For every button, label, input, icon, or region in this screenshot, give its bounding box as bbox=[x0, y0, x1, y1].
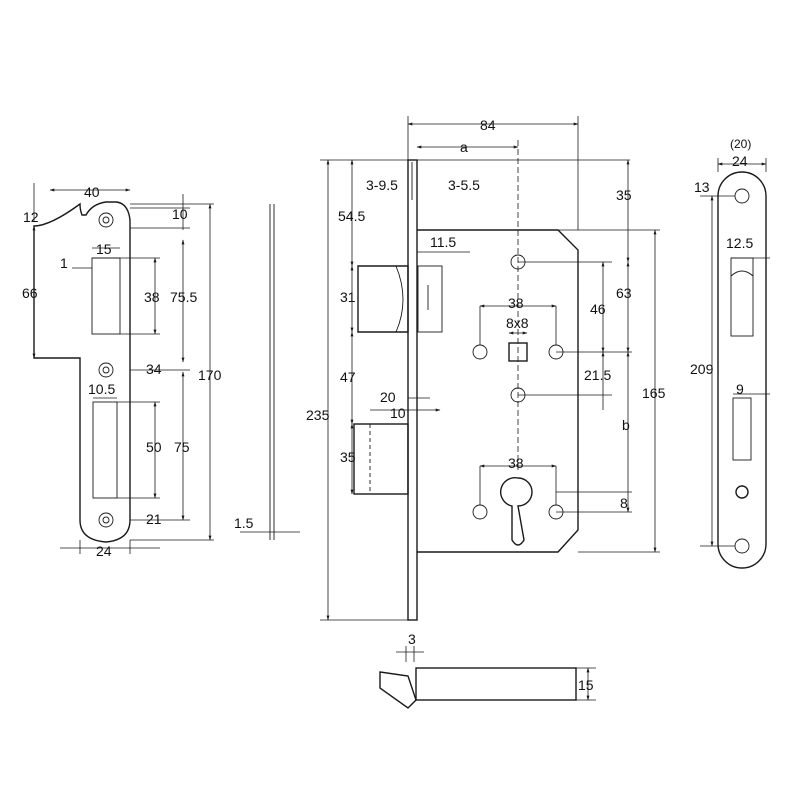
label-faceplate-length: 209 bbox=[690, 361, 714, 377]
label-faceplate-min: 3-9.5 bbox=[366, 177, 398, 193]
label-follower-spacing: 46 bbox=[590, 301, 606, 317]
label-faceplate-width: 24 bbox=[732, 153, 748, 169]
lock-body-dimensions bbox=[320, 116, 660, 621]
label-faceplate-alt: 3-5.5 bbox=[448, 177, 480, 193]
label-latch-proj: 11.5 bbox=[430, 234, 456, 250]
faceplate-labels: (20) 24 13 12.5 209 9 bbox=[690, 137, 753, 397]
label-bolt-proj: 10 bbox=[390, 405, 406, 421]
label-slot-upper: 38 bbox=[144, 289, 160, 305]
label-top-to-follower: 35 bbox=[616, 187, 632, 203]
label-bolt-height: 15 bbox=[578, 677, 594, 693]
label-thickness: 1.5 bbox=[234, 515, 254, 531]
label-faceplate-bolt: 9 bbox=[736, 381, 744, 397]
label-upper-to-mid: 75.5 bbox=[170, 289, 197, 305]
label-top-to-latch: 54.5 bbox=[338, 208, 365, 224]
label-cylinder-offset: 8 bbox=[620, 495, 628, 511]
strike-plate-dimensions bbox=[32, 183, 214, 554]
lock-body bbox=[353, 140, 579, 621]
label-faceplate-hole: 13 bbox=[694, 179, 710, 195]
label-lower-span: 75 bbox=[174, 439, 190, 455]
label-backset-a: a bbox=[460, 139, 468, 155]
strike-plate bbox=[33, 201, 131, 543]
faceplate-dimensions bbox=[700, 158, 770, 547]
label-hole-offset: 10 bbox=[172, 206, 188, 222]
bolt-detail: 3 15 bbox=[379, 631, 596, 709]
label-bolt-thickness: 3 bbox=[408, 631, 416, 647]
label-hub-offset: 21.5 bbox=[584, 367, 611, 383]
label-bolt-depth: 20 bbox=[380, 389, 396, 405]
lock-body-labels: 84 a 3-9.5 3-5.5 35 54.5 11.5 63 46 38 8… bbox=[306, 117, 666, 511]
label-hub-spacing: 38 bbox=[508, 295, 524, 311]
label-latch-slot: 50 bbox=[146, 439, 162, 455]
label-faceplate-latch: 12.5 bbox=[726, 235, 753, 251]
label-follower-to-hub: 63 bbox=[616, 285, 632, 301]
label-upper-height: 66 bbox=[22, 285, 38, 301]
label-square: 8x8 bbox=[506, 315, 529, 331]
label-latch-width: 10.5 bbox=[88, 381, 115, 397]
label-top-offset: 12 bbox=[23, 209, 39, 225]
label-total-height: 170 bbox=[198, 367, 222, 383]
label-overall-height: 235 bbox=[306, 407, 330, 423]
label-distance-b: b bbox=[622, 417, 630, 433]
label-bottom-hole: 21 bbox=[146, 511, 162, 527]
label-latch-height: 31 bbox=[340, 289, 356, 305]
label-width-bottom: 24 bbox=[96, 543, 112, 559]
label-backset-total: 84 bbox=[480, 117, 496, 133]
label-slot-width: 15 bbox=[96, 241, 112, 257]
label-width-top: 40 bbox=[84, 184, 100, 200]
label-latch-to-bolt: 47 bbox=[340, 369, 356, 385]
label-width-nominal: (20) bbox=[730, 137, 751, 151]
label-slot-inset: 1 bbox=[60, 255, 68, 271]
faceplate bbox=[717, 171, 767, 569]
label-mid-hole: 34 bbox=[146, 361, 162, 377]
label-bolt-height: 35 bbox=[340, 449, 356, 465]
label-case-height: 165 bbox=[642, 385, 666, 401]
side-profile: 1.5 bbox=[234, 204, 300, 540]
strike-plate-labels: 40 12 10 15 1 66 38 75.5 170 34 10.5 50 … bbox=[22, 184, 222, 559]
label-cylinder-spacing: 38 bbox=[508, 455, 524, 471]
